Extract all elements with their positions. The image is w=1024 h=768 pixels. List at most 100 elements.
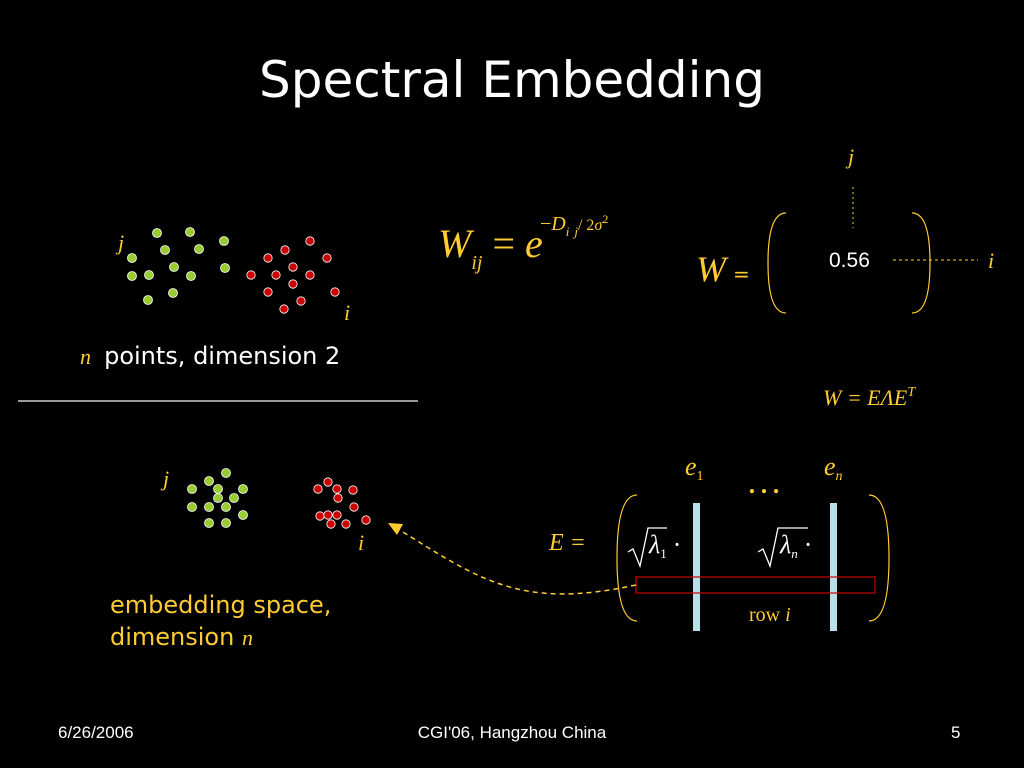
top-red-cluster: [246, 236, 340, 314]
e1-sub: 1: [696, 469, 704, 484]
exponent-sigma-pow: 2: [602, 212, 609, 226]
en-label: en: [824, 452, 843, 484]
bot-red-point: [323, 510, 333, 520]
formula-base: e: [525, 221, 543, 266]
eigendecomposition: W = EΛET: [823, 385, 915, 411]
top-green-cluster: [127, 227, 230, 305]
bottom-caption-line2: dimension n: [110, 621, 331, 654]
w-matrix-equals: =: [733, 262, 750, 286]
exponent-sub-i: i: [565, 224, 570, 239]
bottom-label-i: i: [358, 530, 365, 555]
embedded-red-cluster: [313, 477, 371, 529]
lambda-1-sub: 1: [660, 546, 667, 561]
bot-red-point: [326, 519, 336, 529]
exponent-minus: −: [540, 213, 552, 235]
e-matrix-lhs-text: E =: [549, 530, 586, 556]
row-label-var: i: [785, 604, 791, 626]
top-green-point: [169, 262, 179, 272]
top-green-point: [127, 271, 137, 281]
bot-red-point: [348, 485, 358, 495]
bot-green-point: [187, 502, 197, 512]
lambda-n-dot: ·: [803, 530, 813, 559]
top-green-point: [220, 263, 230, 273]
top-red-point: [288, 262, 298, 272]
w-row-label-i: i: [988, 248, 995, 273]
bot-red-point: [341, 519, 351, 529]
exponent-sigma: σ: [594, 217, 603, 234]
exponent-d: D: [551, 213, 566, 235]
top-red-point: [271, 270, 281, 280]
formula-lhs-sub: ij: [471, 252, 483, 274]
decomposition-text: W = EΛE: [823, 385, 908, 410]
w-matrix-lhs: W: [696, 249, 726, 289]
top-red-point: [288, 279, 298, 289]
bottom-caption-line2-text: dimension: [110, 623, 235, 651]
bot-red-point: [323, 477, 333, 487]
decomposition-sup: T: [907, 385, 916, 400]
row-i-label: row i: [749, 604, 791, 627]
top-red-point: [305, 236, 315, 246]
bot-red-point: [361, 515, 371, 525]
bot-green-point: [221, 468, 231, 478]
top-red-point: [246, 270, 256, 280]
top-red-point: [279, 304, 289, 314]
top-red-point: [330, 287, 340, 297]
sqrt-sign-n: [757, 527, 808, 569]
sqrt-lambda-n: λn·: [780, 530, 813, 561]
formula-lhs: W: [438, 221, 472, 266]
lambda-n-symbol: λ: [780, 530, 792, 559]
top-green-point: [194, 244, 204, 254]
top-green-point: [160, 245, 170, 255]
w-col-label-j: j: [848, 144, 855, 169]
formula-exponent: −Di j/ 2σ2: [540, 212, 609, 239]
bottom-caption-var: n: [241, 625, 253, 650]
embedding-arrow: [394, 526, 637, 595]
bot-green-point: [229, 493, 239, 503]
top-red-point: [296, 296, 306, 306]
embedded-green-cluster: [187, 468, 248, 528]
bot-green-point: [213, 484, 223, 494]
arrow-head: [388, 523, 403, 535]
top-label-i: i: [344, 300, 351, 325]
footer-date: 6/26/2006: [58, 723, 134, 742]
bot-green-point: [204, 518, 214, 528]
bot-red-point: [315, 511, 325, 521]
e-matrix-lhs: E =: [549, 530, 586, 557]
bot-red-point: [333, 493, 343, 503]
e-matrix-right-bracket: [868, 494, 890, 622]
top-label-j: j: [118, 230, 125, 255]
top-caption: n points, dimension 2: [80, 342, 340, 370]
top-green-point: [219, 236, 229, 246]
bottom-label-j: j: [163, 466, 170, 491]
e-matrix-left-bracket: [616, 494, 638, 622]
bot-green-point: [221, 518, 231, 528]
top-red-point: [280, 245, 290, 255]
en-symbol: e: [824, 452, 836, 481]
column-ellipsis: …: [746, 461, 784, 501]
top-green-point: [186, 271, 196, 281]
w-matrix-right-bracket: [911, 212, 931, 314]
w-matrix-left-bracket: [767, 212, 787, 314]
top-green-point: [143, 295, 153, 305]
bot-green-point: [204, 476, 214, 486]
top-caption-var: n: [80, 344, 91, 369]
top-red-point: [263, 253, 273, 263]
bot-green-point: [221, 502, 231, 512]
lambda-1-symbol: λ: [649, 530, 661, 559]
bot-green-point: [238, 484, 248, 494]
top-green-point: [127, 253, 137, 263]
eigenvector-bar-n: [830, 503, 837, 631]
sqrt-lambda-1: λ1 ·: [649, 530, 682, 561]
top-green-point: [144, 270, 154, 280]
sqrt-sign-1: [627, 527, 667, 569]
bot-green-point: [204, 502, 214, 512]
bottom-caption: embedding space, dimension n: [110, 589, 331, 654]
bot-green-point: [213, 493, 223, 503]
bot-red-point: [349, 502, 359, 512]
top-green-point: [185, 227, 195, 237]
bot-red-point: [313, 484, 323, 494]
exponent-div: / 2: [577, 217, 595, 234]
top-caption-text: points, dimension 2: [104, 342, 341, 370]
lambda-1-dot: ·: [672, 530, 682, 559]
